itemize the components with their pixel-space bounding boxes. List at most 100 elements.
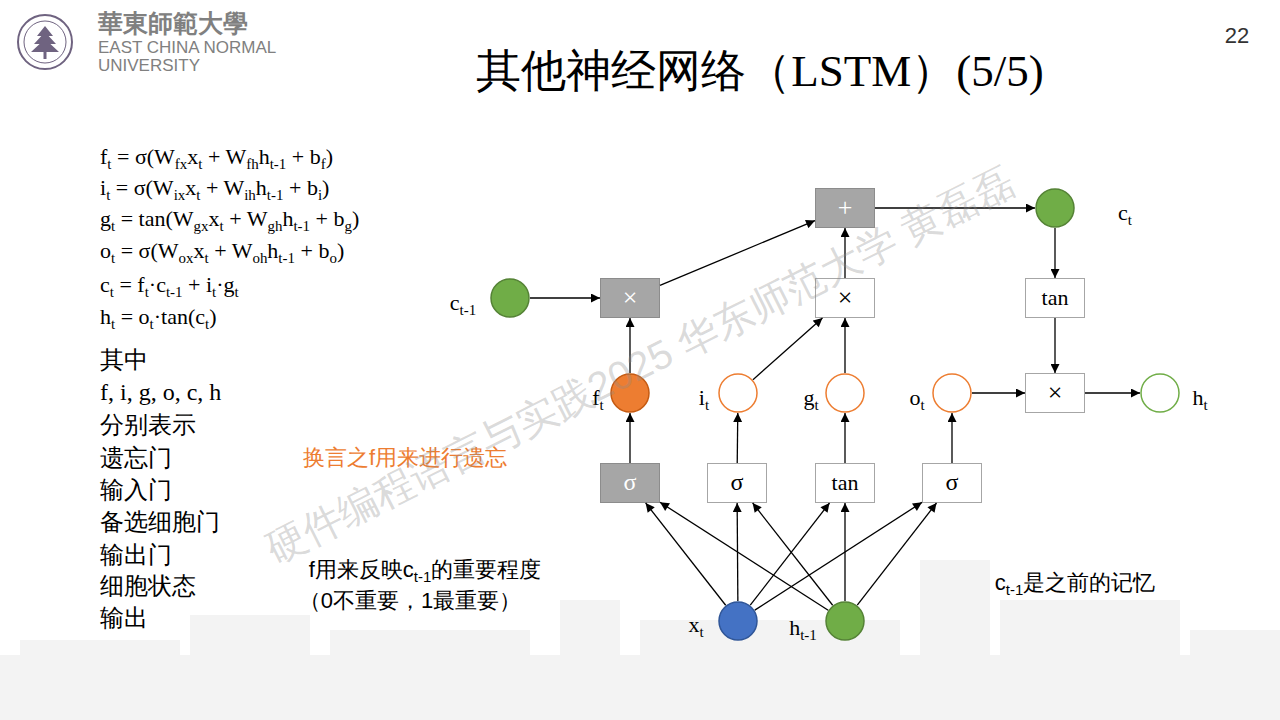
text-run: ): [209, 304, 216, 329]
signal-arrow: [629, 413, 630, 463]
legend-note: f, i, g, o, c, h: [100, 379, 221, 407]
state-circle: ht-1: [825, 601, 865, 641]
signal-arrow: [660, 502, 828, 610]
operation-symbol: ×: [1048, 378, 1063, 408]
subscript: g: [344, 218, 351, 234]
subscript: t-1: [166, 284, 183, 300]
state-label: xt: [688, 612, 703, 637]
equation: ct = ft·ct-1 + it·gt: [100, 272, 239, 297]
subscript: t: [235, 284, 239, 300]
building: [330, 630, 530, 720]
legend-note: 输出: [100, 604, 148, 632]
text-run: g: [100, 206, 111, 231]
text-run: x: [688, 612, 699, 637]
text-run: 是之前的记忆: [1023, 570, 1155, 595]
circle-shape: [826, 602, 864, 640]
operation-symbol: σ: [731, 469, 744, 497]
text-run: g: [803, 385, 814, 410]
text-run: f: [100, 144, 107, 169]
operation-box: σ: [707, 463, 767, 503]
equation: gt = tan(Wgxxt + Wghht-1 + bg): [100, 206, 359, 231]
signal-arrow: [736, 503, 738, 601]
subscript: t: [204, 250, 208, 266]
text-run: + W: [209, 238, 253, 263]
legend-note: 输出门: [100, 541, 172, 569]
signal-arrow: [1054, 318, 1055, 373]
text-run: x: [185, 175, 196, 200]
text-run: ): [322, 175, 329, 200]
text-run: f: [592, 385, 599, 410]
text-run: = σ(W: [110, 175, 173, 200]
text-run: h: [256, 175, 267, 200]
circle-outline: [932, 373, 972, 413]
subscript: t-1: [460, 302, 477, 318]
text-run: c: [995, 570, 1006, 595]
text-run: i: [699, 385, 705, 410]
subscript: t-1: [270, 156, 287, 172]
signal-arrow: [530, 297, 600, 298]
operation-box: ×: [1025, 373, 1085, 413]
text-run: o: [100, 238, 111, 263]
state-circle: ct-1: [490, 278, 530, 318]
operation-symbol: σ: [946, 469, 959, 497]
circle-outline: [825, 373, 865, 413]
subscript: fx: [175, 156, 187, 172]
equation: it = σ(Wixxt + Wihht-1 + bi): [100, 175, 329, 200]
university-name-english: EAST CHINA NORMAL: [98, 38, 276, 58]
explanation-note: （0不重要，1最重要）: [299, 588, 521, 613]
text-run: = σ(W: [115, 238, 178, 263]
subscript: t: [107, 156, 111, 172]
text-run: h: [1192, 385, 1203, 410]
text-run: x: [187, 144, 198, 169]
subscript: t-1: [293, 218, 310, 234]
text-run: + i: [183, 272, 213, 297]
equation: ft = σ(Wfxxt + Wfhht-1 + bf): [100, 144, 333, 169]
state-label: ht: [1192, 385, 1207, 410]
signal-arrow: [755, 502, 922, 610]
text-run: + W: [224, 206, 268, 231]
circle-outline: [610, 373, 650, 413]
university-name-english: UNIVERSITY: [98, 56, 200, 76]
subscript: t: [814, 397, 818, 413]
signal-arrow: [844, 413, 845, 463]
signal-arrow: [753, 503, 833, 605]
operation-box: tan: [1025, 278, 1085, 318]
circle-shape: [1141, 374, 1179, 412]
signal-arrow: [629, 318, 630, 373]
state-label: ct-1: [450, 290, 476, 315]
logo-tree: [31, 26, 59, 52]
text-run: + W: [202, 144, 246, 169]
watermark: 硬件编程语言与实践2025 华东师范大学 黄磊磊: [258, 158, 1021, 573]
text-run: i: [100, 175, 106, 200]
subscript: gx: [194, 218, 209, 234]
legend-note: 其中: [100, 346, 148, 374]
signal-arrow: [844, 318, 845, 373]
subscript: gh: [267, 218, 282, 234]
text-run: c: [1118, 200, 1128, 225]
circle-outline: [1035, 188, 1075, 228]
tower: [920, 560, 990, 720]
equation: ht = ot·tan(ct): [100, 304, 217, 329]
subscript: f: [321, 156, 326, 172]
subscript: t: [111, 316, 115, 332]
text-run: c: [100, 272, 110, 297]
state-circle: xt: [718, 601, 758, 641]
legend-note: 输入门: [100, 476, 172, 504]
signal-arrow: [737, 413, 739, 463]
subscript: t: [699, 624, 703, 640]
logo-inner-ring: [24, 21, 66, 63]
subscript: t: [111, 250, 115, 266]
operation-box: ×: [815, 278, 875, 318]
state-label: ft: [592, 385, 603, 410]
logo-trunk: [44, 52, 47, 59]
subscript: t-1: [267, 187, 284, 203]
text-run: 的重要程度: [431, 557, 541, 582]
building: [560, 600, 620, 720]
text-run: ): [352, 206, 359, 231]
circle-outline: [718, 373, 758, 413]
equation: ot = σ(Woxxt + Wohht-1 + bo): [100, 238, 344, 263]
subscript: t-1: [414, 568, 431, 585]
subscript: t: [219, 218, 223, 234]
